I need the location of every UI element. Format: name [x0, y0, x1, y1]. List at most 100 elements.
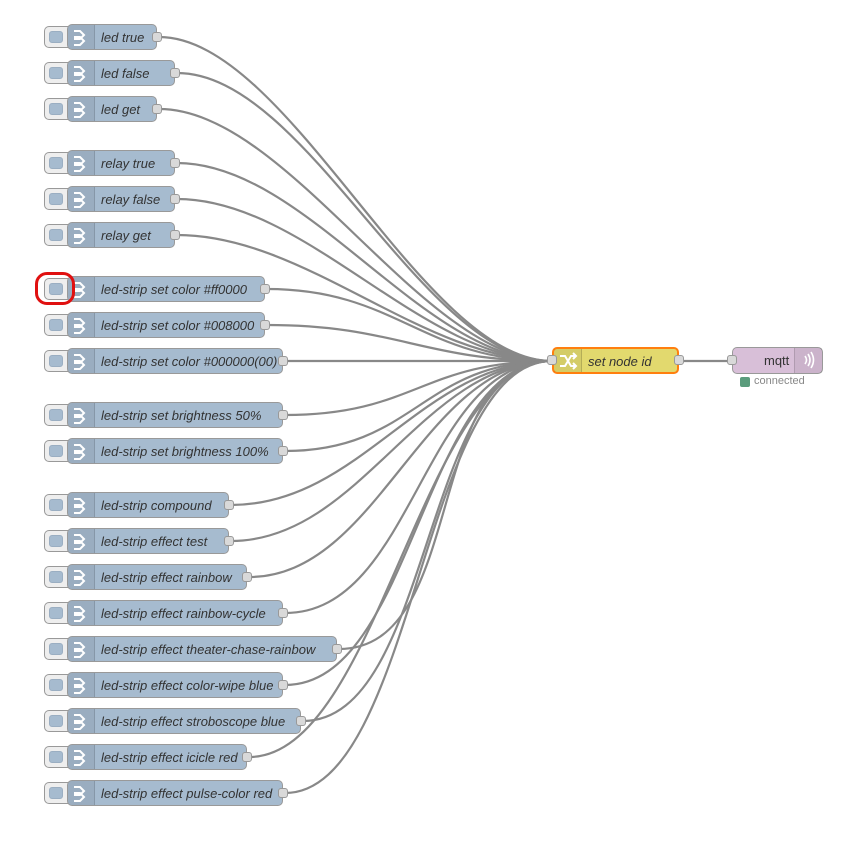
inject-button[interactable]: [44, 26, 68, 48]
wire[interactable]: [284, 359, 553, 417]
inject-button[interactable]: [44, 440, 68, 462]
inject-node-output-port[interactable]: [170, 158, 180, 168]
inject-node-output-port[interactable]: [224, 500, 234, 510]
inject-button[interactable]: [44, 404, 68, 426]
inject-node-output-port[interactable]: [242, 572, 252, 582]
wire[interactable]: [248, 359, 553, 579]
wire[interactable]: [176, 71, 553, 363]
inject-button[interactable]: [44, 278, 68, 300]
wire[interactable]: [230, 359, 553, 507]
inject-node-output-port[interactable]: [170, 194, 180, 204]
inject-node-output-port[interactable]: [152, 104, 162, 114]
inject-button[interactable]: [44, 98, 68, 120]
inject-node-output-port[interactable]: [260, 320, 270, 330]
inject-button[interactable]: [44, 710, 68, 732]
wire[interactable]: [284, 359, 553, 615]
inject-node[interactable]: led true: [67, 24, 157, 50]
wire[interactable]: [266, 323, 553, 363]
mqtt-node-input-port[interactable]: [727, 355, 737, 365]
wire[interactable]: [176, 161, 553, 363]
inject-node[interactable]: led-strip effect color-wipe blue: [67, 672, 283, 698]
inject-node-output-port[interactable]: [278, 410, 288, 420]
inject-node[interactable]: led-strip compound: [67, 492, 229, 518]
shuffle-icon: [554, 349, 582, 372]
inject-node-output-port[interactable]: [242, 752, 252, 762]
inject-node[interactable]: led-strip set brightness 50%: [67, 402, 283, 428]
inject-button[interactable]: [44, 62, 68, 84]
inject-button-knob: [49, 319, 63, 331]
mqtt-out-node[interactable]: mqtt: [732, 347, 823, 374]
wire[interactable]: [158, 107, 553, 363]
inject-node[interactable]: relay get: [67, 222, 175, 248]
wire[interactable]: [158, 35, 553, 363]
inject-arrow-icon: [68, 529, 95, 553]
change-node-set-node-id[interactable]: set node id: [552, 347, 679, 374]
wire[interactable]: [266, 287, 553, 363]
inject-node[interactable]: led false: [67, 60, 175, 86]
inject-node-output-port[interactable]: [152, 32, 162, 42]
inject-button[interactable]: [44, 224, 68, 246]
inject-node[interactable]: led get: [67, 96, 157, 122]
inject-node-label: led-strip effect theater-chase-rainbow: [101, 642, 316, 657]
inject-button[interactable]: [44, 350, 68, 372]
inject-node-output-port[interactable]: [278, 608, 288, 618]
inject-node-output-port[interactable]: [278, 356, 288, 366]
inject-node-output-port[interactable]: [260, 284, 270, 294]
wire[interactable]: [284, 359, 553, 687]
inject-node[interactable]: led-strip set color #ff0000: [67, 276, 265, 302]
inject-node-output-port[interactable]: [296, 716, 306, 726]
wire[interactable]: [176, 233, 553, 363]
inject-arrow-icon: [68, 313, 95, 337]
inject-node[interactable]: led-strip effect stroboscope blue: [67, 708, 301, 734]
inject-node[interactable]: led-strip effect theater-chase-rainbow: [67, 636, 337, 662]
inject-button[interactable]: [44, 782, 68, 804]
wire[interactable]: [284, 359, 553, 795]
inject-arrow-icon: [68, 781, 95, 805]
inject-button-knob: [49, 283, 63, 295]
inject-node-output-port[interactable]: [224, 536, 234, 546]
inject-node-output-port[interactable]: [332, 644, 342, 654]
inject-node[interactable]: led-strip effect pulse-color red: [67, 780, 283, 806]
wire[interactable]: [284, 359, 553, 453]
inject-node-label: led-strip effect color-wipe blue: [101, 678, 274, 693]
wire[interactable]: [302, 359, 553, 723]
inject-node-label: led-strip effect icicle red: [101, 750, 238, 765]
inject-node[interactable]: relay false: [67, 186, 175, 212]
wire[interactable]: [230, 359, 553, 543]
inject-node-output-port[interactable]: [278, 680, 288, 690]
inject-arrow-icon: [68, 403, 95, 427]
inject-button[interactable]: [44, 602, 68, 624]
inject-button-knob: [49, 499, 63, 511]
inject-node-output-port[interactable]: [278, 446, 288, 456]
inject-node[interactable]: led-strip set color #008000: [67, 312, 265, 338]
inject-node-output-port[interactable]: [170, 68, 180, 78]
inject-button[interactable]: [44, 746, 68, 768]
inject-node[interactable]: led-strip effect rainbow: [67, 564, 247, 590]
wire[interactable]: [176, 197, 553, 363]
inject-node-label: led false: [101, 66, 150, 81]
inject-button[interactable]: [44, 674, 68, 696]
inject-node-output-port[interactable]: [278, 788, 288, 798]
inject-node[interactable]: led-strip effect icicle red: [67, 744, 247, 770]
inject-arrow-icon: [68, 637, 95, 661]
inject-button[interactable]: [44, 566, 68, 588]
inject-node[interactable]: relay true: [67, 150, 175, 176]
inject-button[interactable]: [44, 638, 68, 660]
inject-node[interactable]: led-strip set brightness 100%: [67, 438, 283, 464]
inject-button[interactable]: [44, 530, 68, 552]
inject-button-knob: [49, 607, 63, 619]
inject-arrow-icon: [68, 493, 95, 517]
inject-node-label: led-strip effect stroboscope blue: [101, 714, 286, 729]
change-node-input-port[interactable]: [547, 355, 557, 365]
inject-button[interactable]: [44, 314, 68, 336]
change-node-output-port[interactable]: [674, 355, 684, 365]
inject-node[interactable]: led-strip set color #000000(00): [67, 348, 283, 374]
inject-node[interactable]: led-strip effect rainbow-cycle: [67, 600, 283, 626]
inject-arrow-icon: [68, 745, 95, 769]
inject-node-output-port[interactable]: [170, 230, 180, 240]
inject-node[interactable]: led-strip effect test: [67, 528, 229, 554]
wire[interactable]: [248, 359, 553, 759]
inject-button[interactable]: [44, 188, 68, 210]
inject-button[interactable]: [44, 494, 68, 516]
inject-button[interactable]: [44, 152, 68, 174]
